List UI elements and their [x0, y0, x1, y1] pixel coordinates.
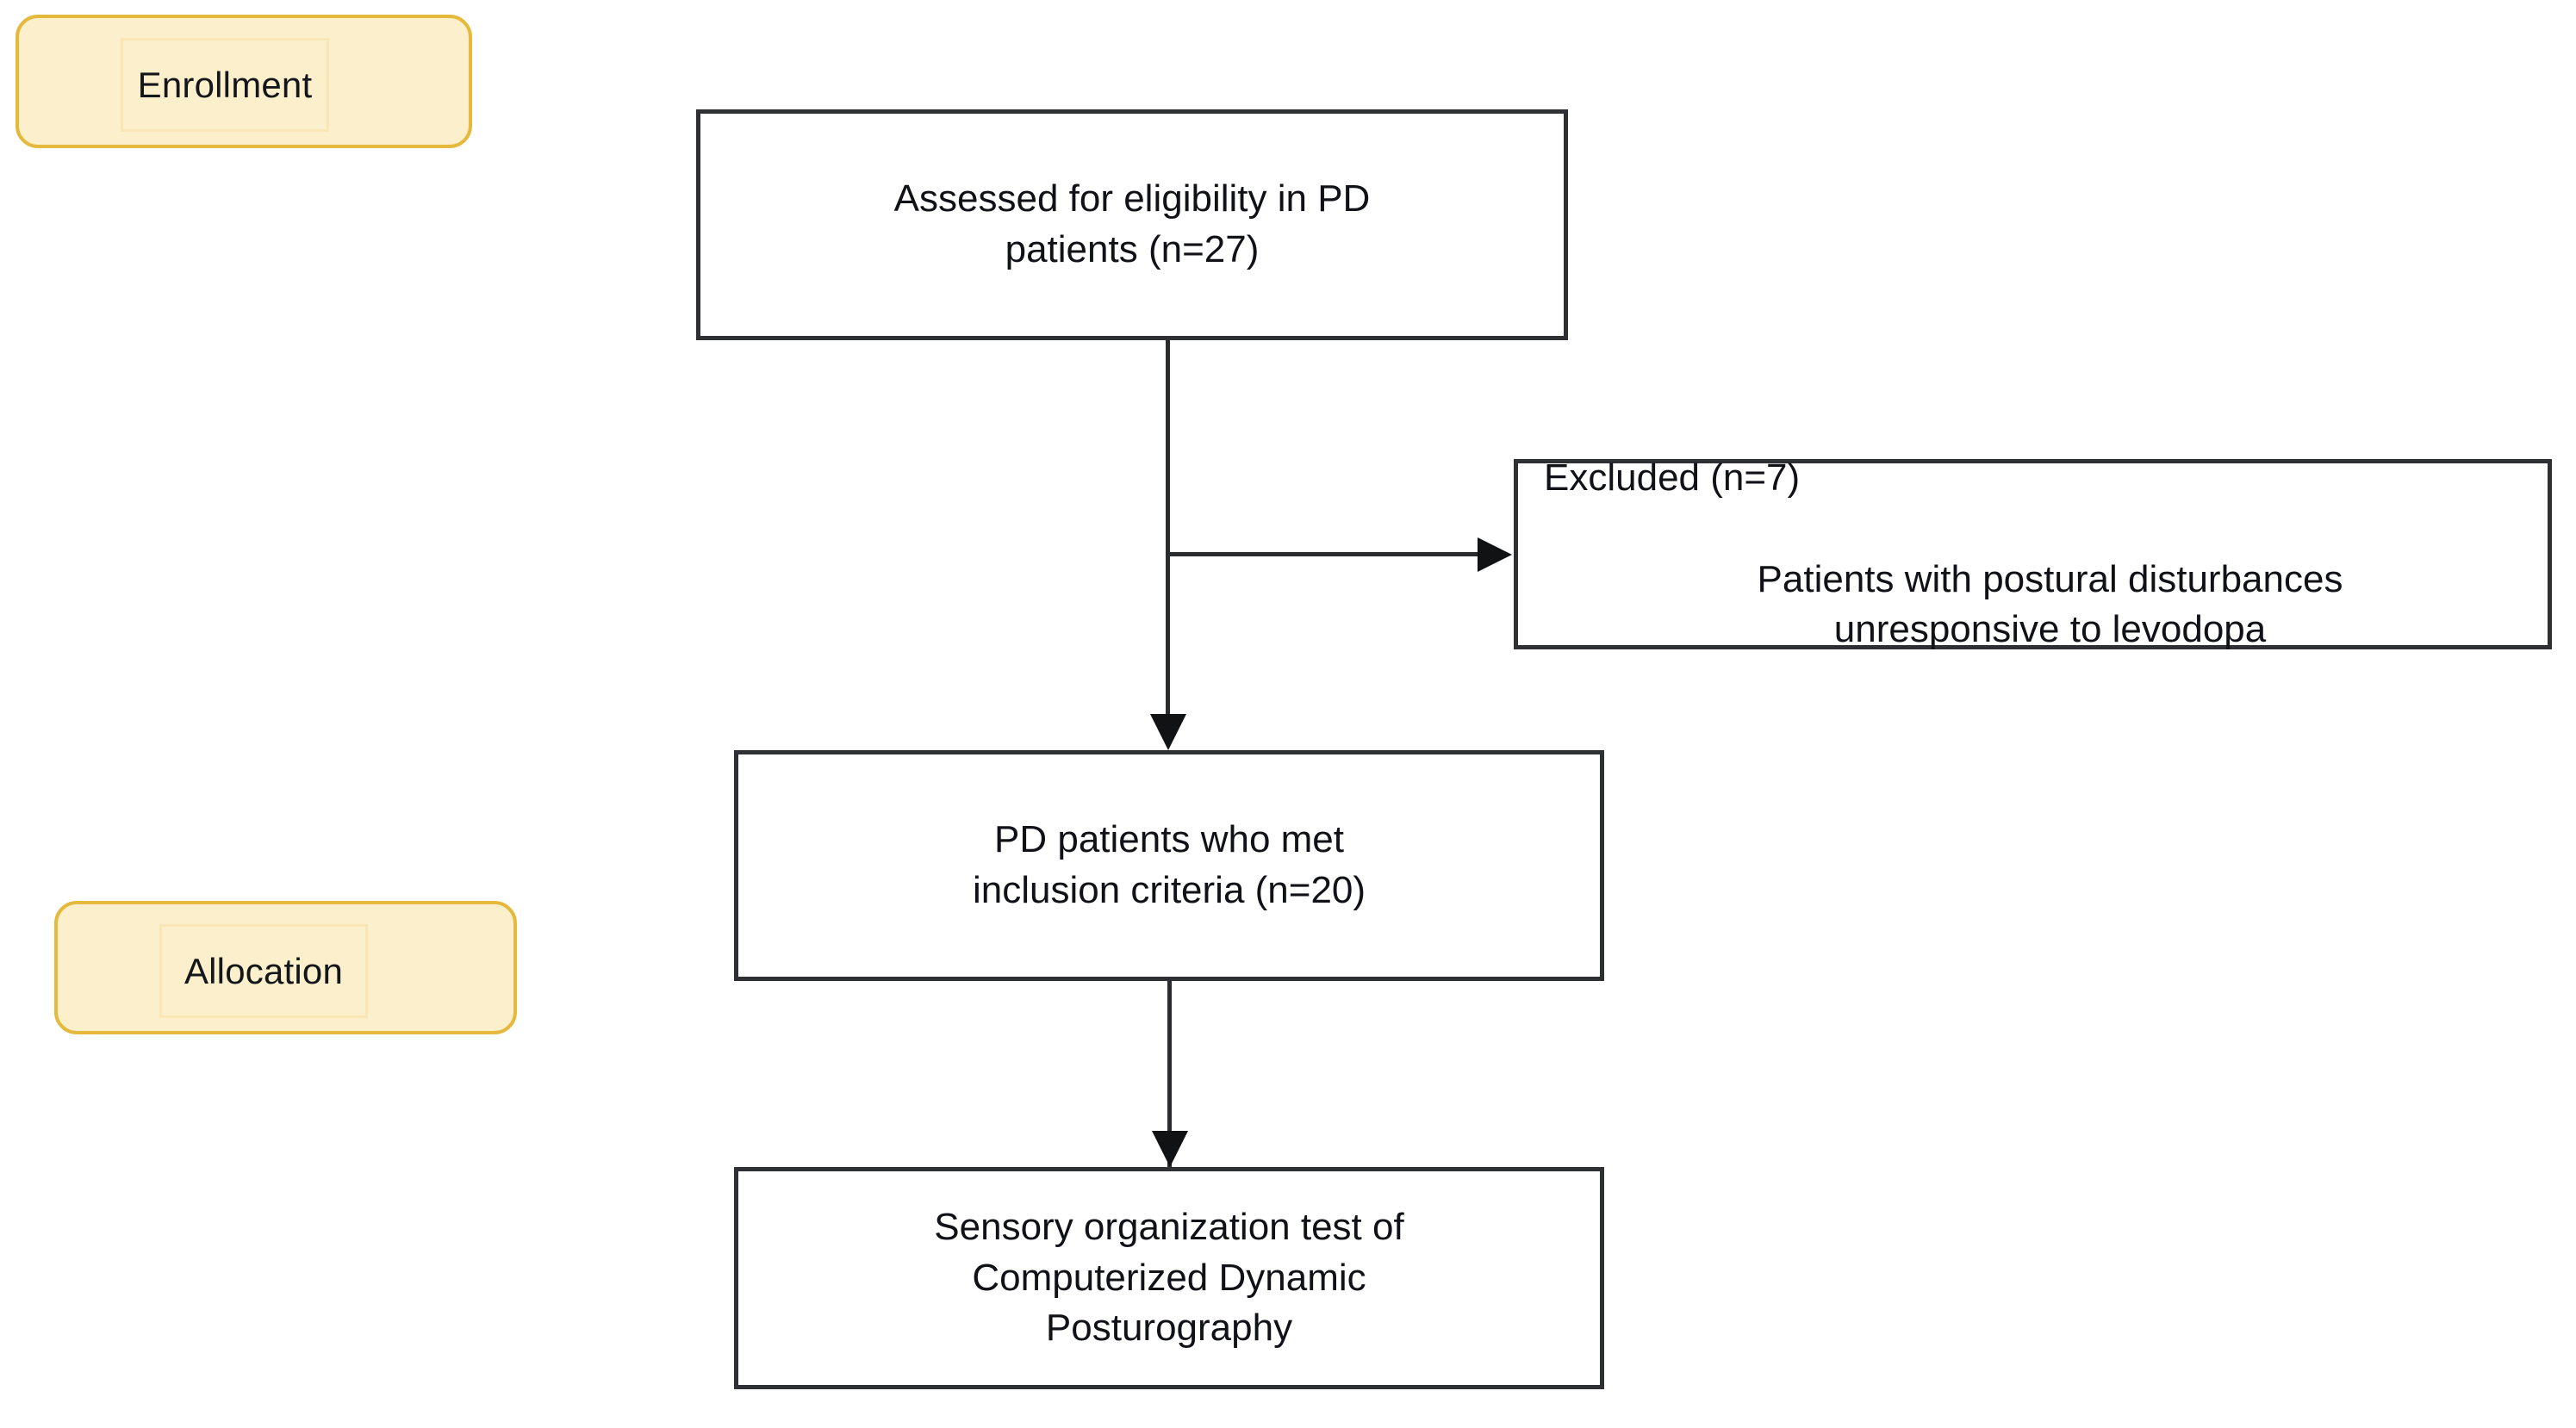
node-assessed-text: Assessed for eligibility in PD patients …	[893, 177, 1371, 270]
stage-pill-enrollment: Enrollment	[16, 15, 472, 148]
stage-label-enrollment: Enrollment	[137, 64, 313, 105]
edge-assessed-to-included-arrowhead	[1150, 714, 1186, 750]
node-assessed-for-eligibility: Assessed for eligibility in PD patients …	[696, 109, 1568, 340]
edge-assessed-to-excluded-line	[1166, 552, 1478, 556]
edge-included-to-sot-line	[1167, 981, 1172, 1196]
node-included: PD patients who met inclusion criteria (…	[734, 750, 1604, 981]
node-excluded-heading: Excluded (n=7)	[1544, 456, 1801, 499]
node-excluded-text: Excluded (n=7) Patients with postural di…	[1544, 402, 2522, 707]
node-sot-text: Sensory organization test of Computerize…	[934, 1205, 1404, 1350]
stage-label-allocation: Allocation	[184, 950, 344, 991]
stage-inner-frame-allocation: Allocation	[159, 924, 368, 1018]
edge-included-to-sot-arrowhead	[1152, 1131, 1188, 1167]
node-excluded: Excluded (n=7) Patients with postural di…	[1514, 456, 2552, 650]
stage-pill-allocation: Allocation	[54, 901, 517, 1034]
node-excluded-body: Patients with postural disturbances unre…	[1757, 557, 2343, 651]
edge-assessed-to-excluded-arrowhead	[1478, 537, 1512, 572]
edge-assessed-to-included-line	[1166, 340, 1170, 745]
stage-inner-frame-enrollment: Enrollment	[121, 38, 329, 132]
node-included-text: PD patients who met inclusion criteria (…	[972, 818, 1366, 911]
node-sensory-organization-test: Sensory organization test of Computerize…	[734, 1167, 1604, 1389]
